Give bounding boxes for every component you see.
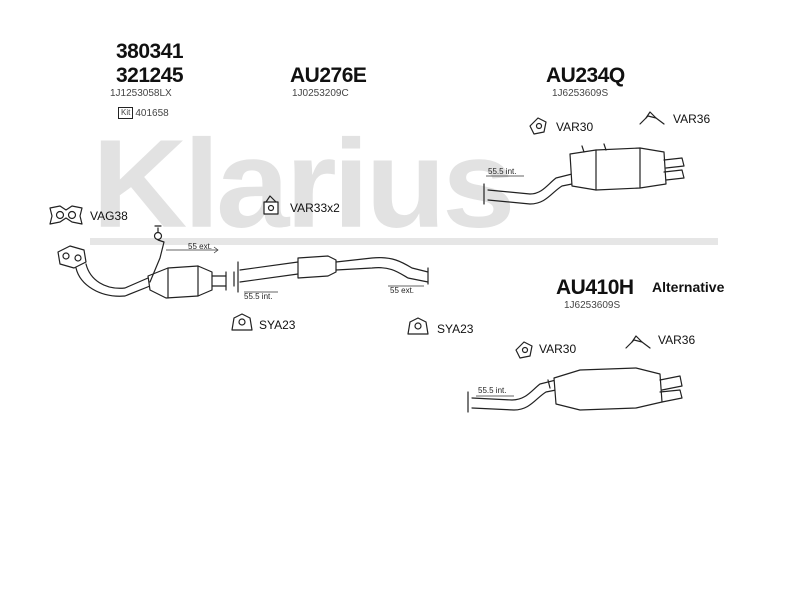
watermark-underline [90,238,718,245]
middle-pipe [233,255,429,293]
bracket-var36-top-icon [639,111,665,125]
dimension-middle-int: 55.5 int. [244,292,273,301]
part-label-sya23-left: SYA23 [259,318,296,332]
rear-part-code: AU234Q [546,64,625,87]
alternative-part-code: AU410H [556,276,634,299]
front-part-code-2: 321245 [116,64,184,87]
middle-oem-number: 1J0253209C [292,88,349,99]
part-label-var36-top: VAR36 [673,112,711,126]
kit-icon: Kit [118,107,134,119]
bracket-var36-bottom-icon [625,335,651,349]
middle-part-code: AU276E [290,64,367,87]
hanger-sya23-left-icon [231,313,253,331]
part-label-sya23-right: SYA23 [437,322,474,336]
dimension-rear-int-bottom: 55.5 int. [478,386,507,395]
hanger-sya23-right-icon [407,317,429,335]
clamp-var33x2-icon [263,195,279,215]
kit-number: 401658 [135,108,169,119]
front-pipe-catalyst [57,225,227,299]
part-label-var33x2: VAR33x2 [290,201,340,215]
front-part-code-1: 380341 [116,40,184,63]
watermark-logo: Klarius [92,113,515,254]
clamp-var30-bottom-icon [515,341,533,359]
rear-silencer-main [483,143,685,205]
part-label-var30-top: VAR30 [556,120,594,134]
clamp-var30-top-icon [529,117,547,135]
front-oem-number: 1J1253058LX [110,88,172,99]
gasket-vag38-icon [49,205,83,225]
dimension-rear-int-top: 55.5 int. [488,167,517,176]
rear-oem-number: 1J6253609S [552,88,609,99]
dimension-middle-ext: 55 ext. [390,286,415,295]
dimension-front-ext: 55 ext. [188,242,213,251]
part-label-var36-bottom: VAR36 [658,333,696,347]
part-label-var30-bottom: VAR30 [539,342,577,356]
part-label-vag38: VAG38 [90,209,128,223]
alternative-label: Alternative [652,279,725,295]
alternative-oem-number: 1J6253609S [564,300,621,311]
rear-silencer-alternative [467,367,683,413]
